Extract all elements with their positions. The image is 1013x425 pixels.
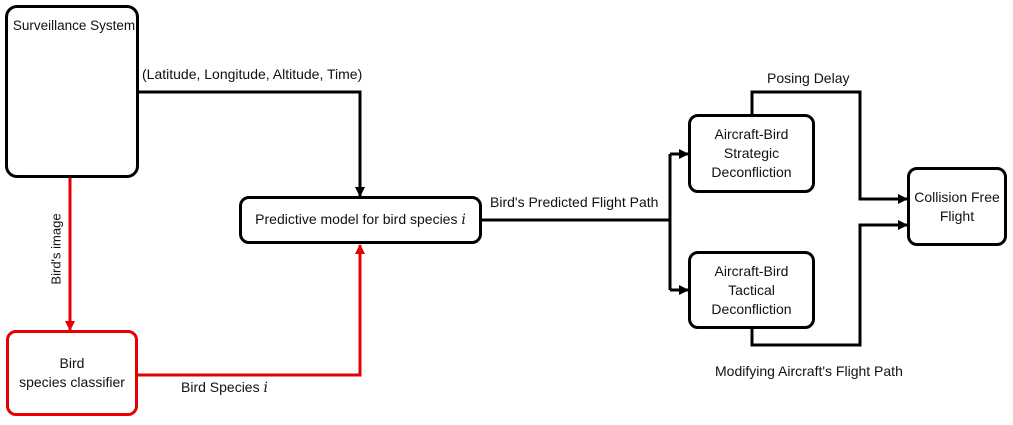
predictive-model-box: Predictive model for bird species i (239, 196, 482, 244)
tactical-line1: Aircraft-Bird (714, 262, 789, 279)
bird-species-label: Bird Species i (181, 378, 268, 397)
strategic-line3: Deconfliction (711, 164, 792, 180)
collision-free-line2: Flight (939, 207, 975, 224)
surveillance-system-title: Surveillance System (12, 18, 136, 33)
tactical-line3: Deconfliction (711, 300, 792, 317)
connector-tactical-to-collision (750, 220, 908, 347)
collision-free-line1: Collision Free (914, 188, 1000, 205)
collision-free-flight-box: Collision Free Flight (907, 167, 1007, 246)
predictive-model-var: i (461, 212, 466, 228)
classifier-line1: Bird (59, 355, 85, 371)
strategic-deconfliction-box: Aircraft-Bird Strategic Deconfliction (688, 114, 815, 193)
bird-species-text: Bird Species (181, 379, 260, 395)
strategic-line1: Aircraft-Bird (714, 126, 789, 142)
connector-strategic-to-collision (750, 90, 908, 204)
strategic-line2: Strategic (723, 145, 780, 161)
predicted-path-label: Bird's Predicted Flight Path (490, 194, 659, 210)
connector-classifier-to-model (137, 244, 365, 377)
coordinates-label: (Latitude, Longitude, Altitude, Time) (142, 66, 363, 82)
birds-image-label: Bird's image (48, 213, 64, 285)
bird-species-classifier-box: Bird species classifier (6, 330, 138, 416)
tactical-deconfliction-box: Aircraft-Bird Tactical Deconfliction (688, 251, 815, 329)
tactical-line2: Tactical (728, 281, 775, 298)
predictive-model-label: Predictive model for bird species (255, 211, 458, 227)
bird-species-var: i (263, 380, 268, 396)
posing-delay-label: Posing Delay (767, 70, 850, 86)
connector-surveillance-to-model (138, 90, 365, 197)
modifying-path-label: Modifying Aircraft's Flight Path (715, 363, 903, 379)
surveillance-system-box (5, 5, 139, 178)
classifier-line2: species classifier (19, 374, 125, 390)
